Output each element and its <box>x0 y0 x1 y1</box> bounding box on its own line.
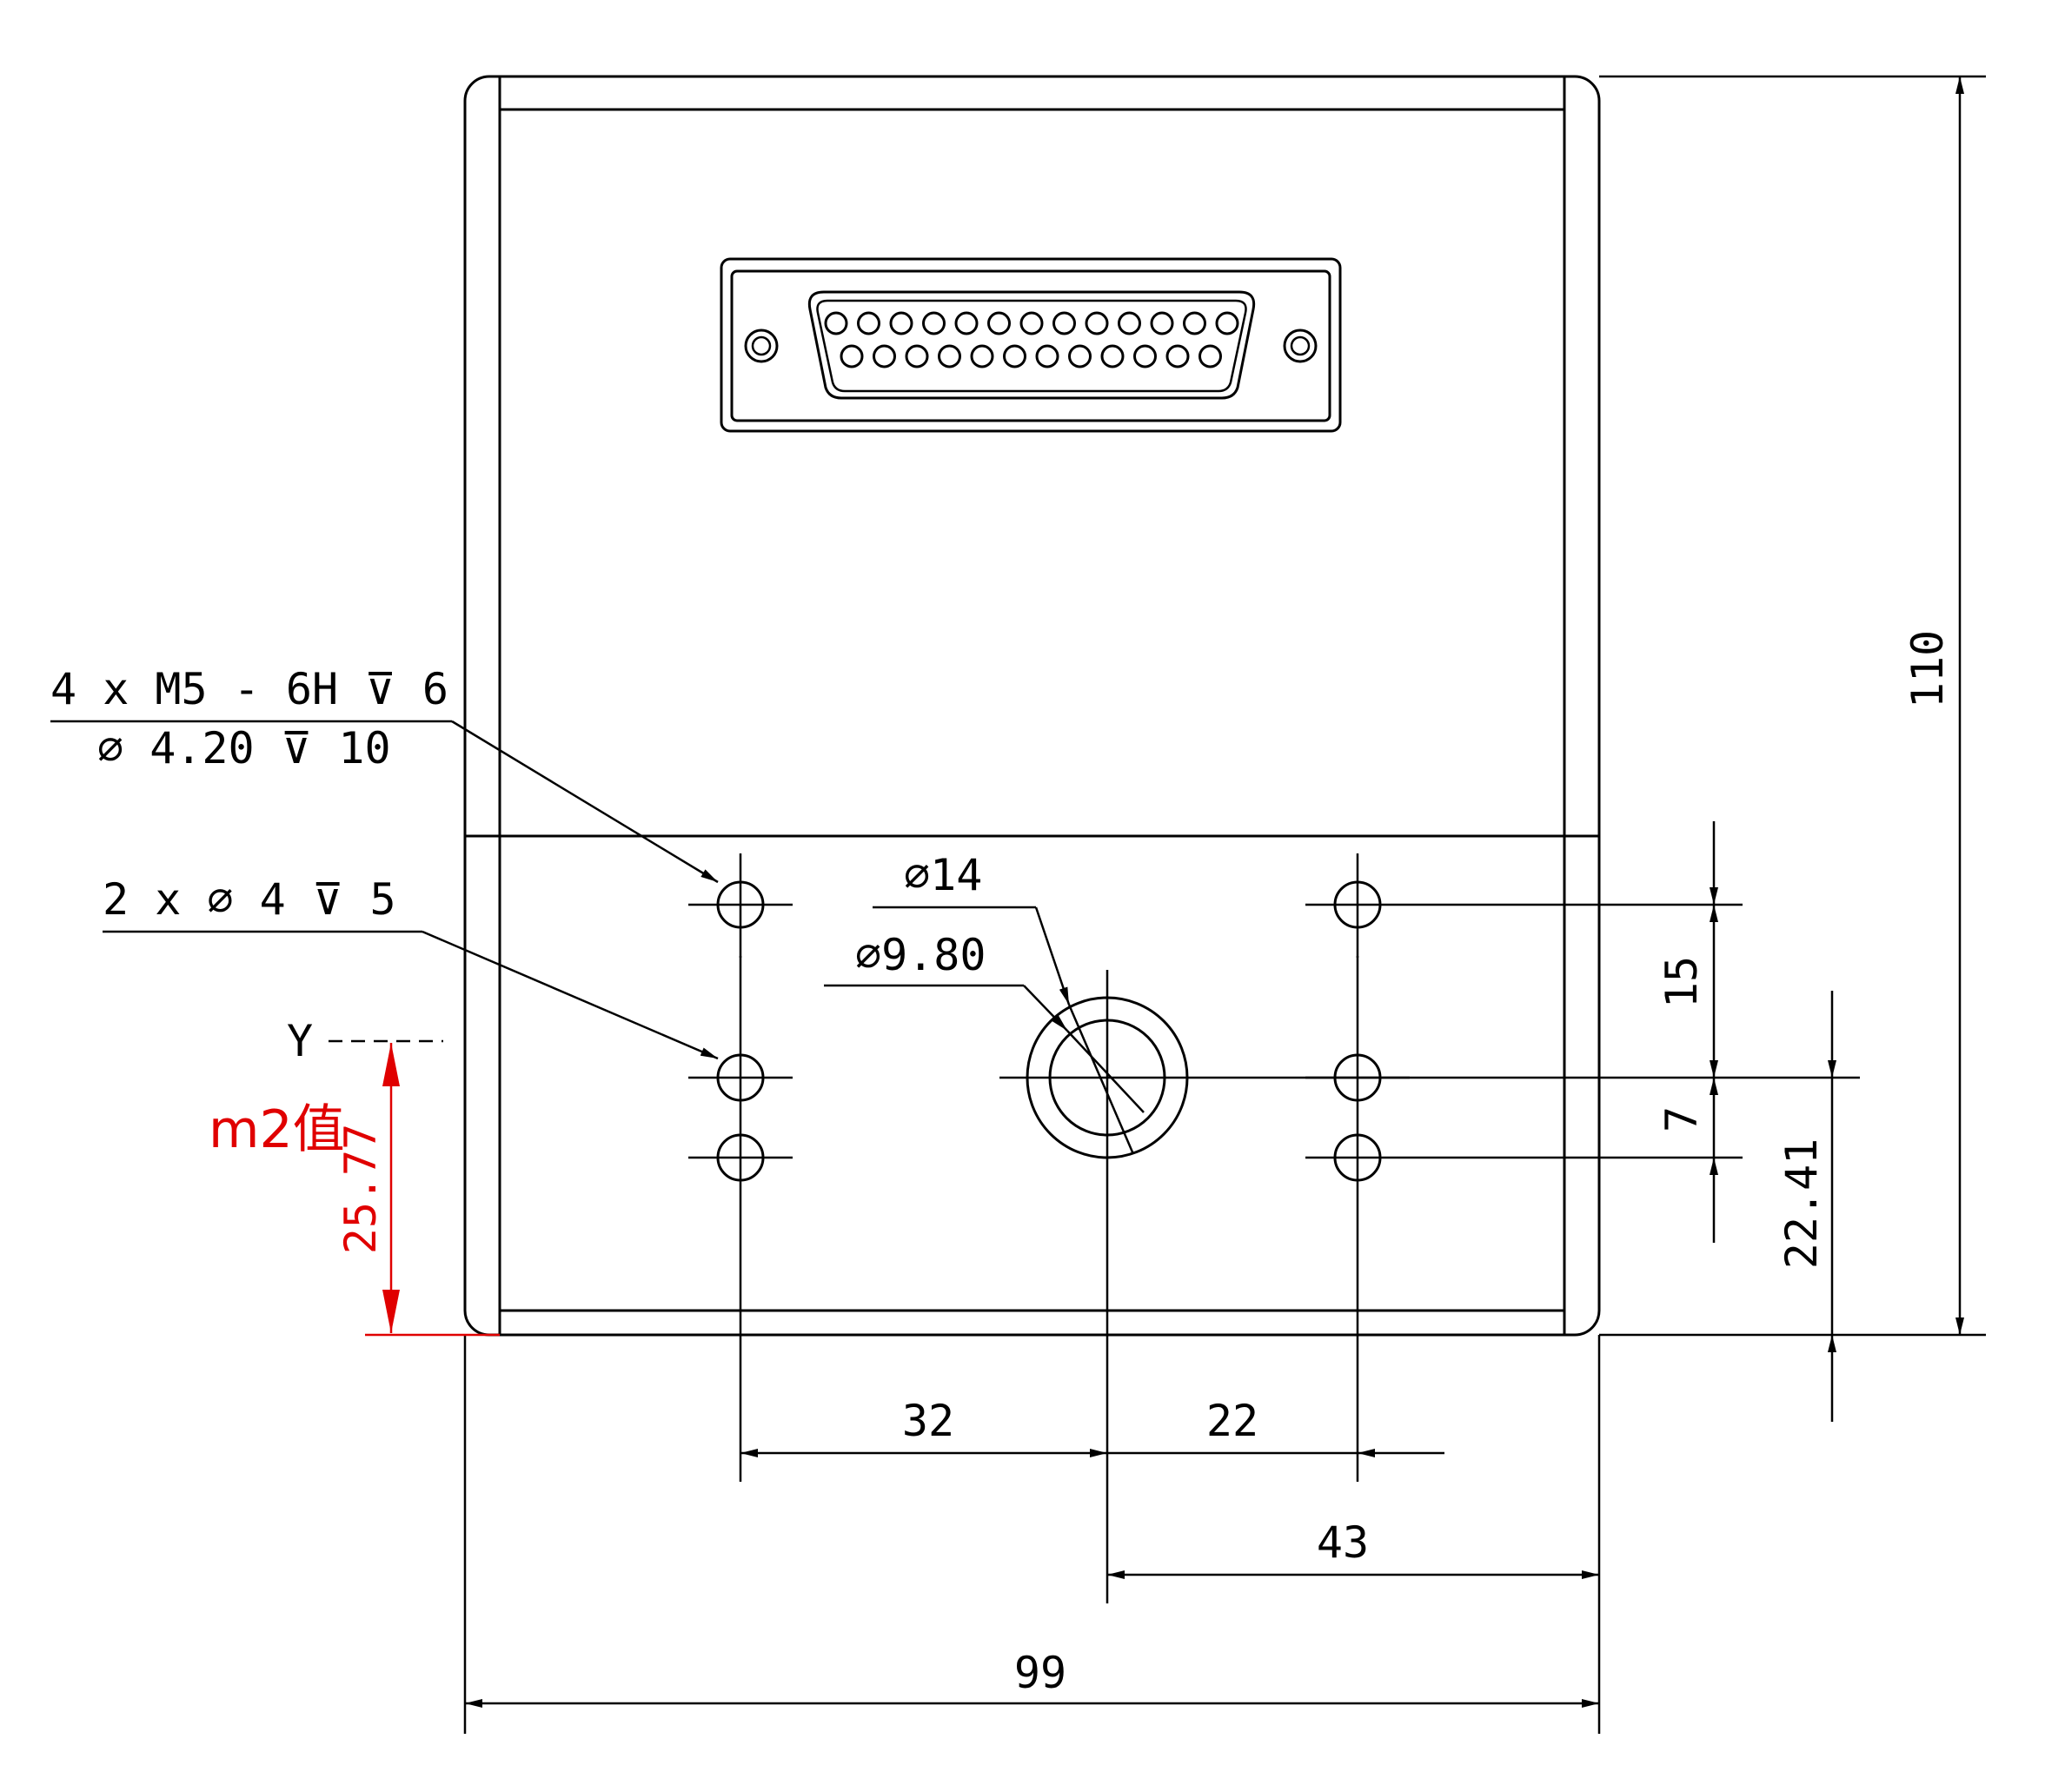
connector-pin-bottom-5 <box>970 344 994 368</box>
connector-pin-top-6 <box>987 311 1011 335</box>
callout-bore-outer-text: ∅14 <box>904 850 982 900</box>
connector-pin-top-2 <box>857 311 880 335</box>
dimension-43: 43 <box>1107 1517 1599 1579</box>
connector-pin-top-1 <box>824 311 848 335</box>
connector-screw-left <box>744 329 779 363</box>
dimension-15: 15 <box>1657 821 1718 1078</box>
connector-pin-bottom-6 <box>1003 344 1026 368</box>
m2-dimension-label: 25.77 <box>335 1124 386 1255</box>
connector-pin-bottom-11 <box>1165 344 1190 368</box>
connector-pin-top-5 <box>954 311 979 335</box>
callout-pin-hole-text: 2 x ∅ 4 ⊽ 5 <box>103 874 396 925</box>
dimension-22-41: 22.41 <box>1776 991 1836 1422</box>
db25-connector <box>720 257 1342 433</box>
dimension-22-41-label: 22.41 <box>1776 1138 1827 1270</box>
dimension-32: 32 <box>740 1396 1107 1457</box>
connector-pin-bottom-12 <box>1198 344 1222 368</box>
connector-pin-top-3 <box>889 311 913 335</box>
housing-outline <box>463 75 1601 1337</box>
connector-pin-bottom-4 <box>938 344 961 368</box>
connector-screw-right <box>1283 329 1318 363</box>
callout-pin-holes: 2 x ∅ 4 ⊽ 5 <box>103 874 719 1060</box>
dimension-99-label: 99 <box>1014 1648 1066 1698</box>
dimension-43-label: 43 <box>1317 1517 1369 1568</box>
dimension-110: 110 <box>1902 76 1964 1335</box>
threaded-hole-top-left <box>688 853 793 958</box>
callout-thread-line1: 4 x M5 - 6H ⊽ 6 <box>50 664 448 714</box>
callout-threaded-holes: 4 x M5 - 6H ⊽ 6 ∅ 4.20 ⊽ 10 <box>50 664 719 884</box>
connector-pin-bottom-3 <box>905 344 929 368</box>
connector-pin-top-11 <box>1150 311 1174 335</box>
dimension-15-label: 15 <box>1657 956 1707 1008</box>
connector-pins-bottom <box>840 344 1222 368</box>
dimension-110-label: 110 <box>1902 630 1953 708</box>
callout-bore-outer: ∅14 <box>873 850 1135 1155</box>
connector-pin-top-12 <box>1183 311 1206 335</box>
threaded-hole-top-right <box>1305 853 1410 958</box>
connector-pin-top-7 <box>1019 311 1044 335</box>
dimension-22-label: 22 <box>1206 1396 1258 1446</box>
y-axis-label: Y <box>287 1016 313 1066</box>
connector-pin-bottom-8 <box>1068 344 1092 368</box>
connector-pin-top-4 <box>922 311 946 335</box>
callout-thread-line2: ∅ 4.20 ⊽ 10 <box>97 723 391 773</box>
connector-pin-top-10 <box>1118 311 1141 335</box>
dimension-22: 22 <box>1107 1396 1444 1457</box>
dimension-99: 99 <box>465 1648 1599 1708</box>
connector-pin-bottom-1 <box>840 344 864 368</box>
connector-pin-top-13 <box>1215 311 1239 335</box>
connector-pin-bottom-7 <box>1035 344 1059 368</box>
m2-reference: Y m2值 25.77 <box>209 1016 500 1337</box>
dimension-32-label: 32 <box>902 1396 954 1446</box>
connector-pin-bottom-9 <box>1100 344 1125 368</box>
connector-pin-bottom-10 <box>1133 344 1157 368</box>
extension-lines <box>463 75 1986 1734</box>
central-bore <box>999 970 1860 1603</box>
dimension-7-label: 7 <box>1657 1106 1707 1132</box>
m2-value-label: m2值 <box>209 1099 345 1160</box>
dimension-7: 7 <box>1657 1078 1718 1243</box>
connector-pin-bottom-2 <box>873 344 896 368</box>
callout-bore-inner-text: ∅9.80 <box>855 930 986 980</box>
callout-bore-inner: ∅9.80 <box>824 930 1145 1113</box>
connector-pin-top-8 <box>1052 311 1076 335</box>
connector-pins-top <box>824 311 1239 335</box>
connector-pin-top-9 <box>1085 311 1109 335</box>
